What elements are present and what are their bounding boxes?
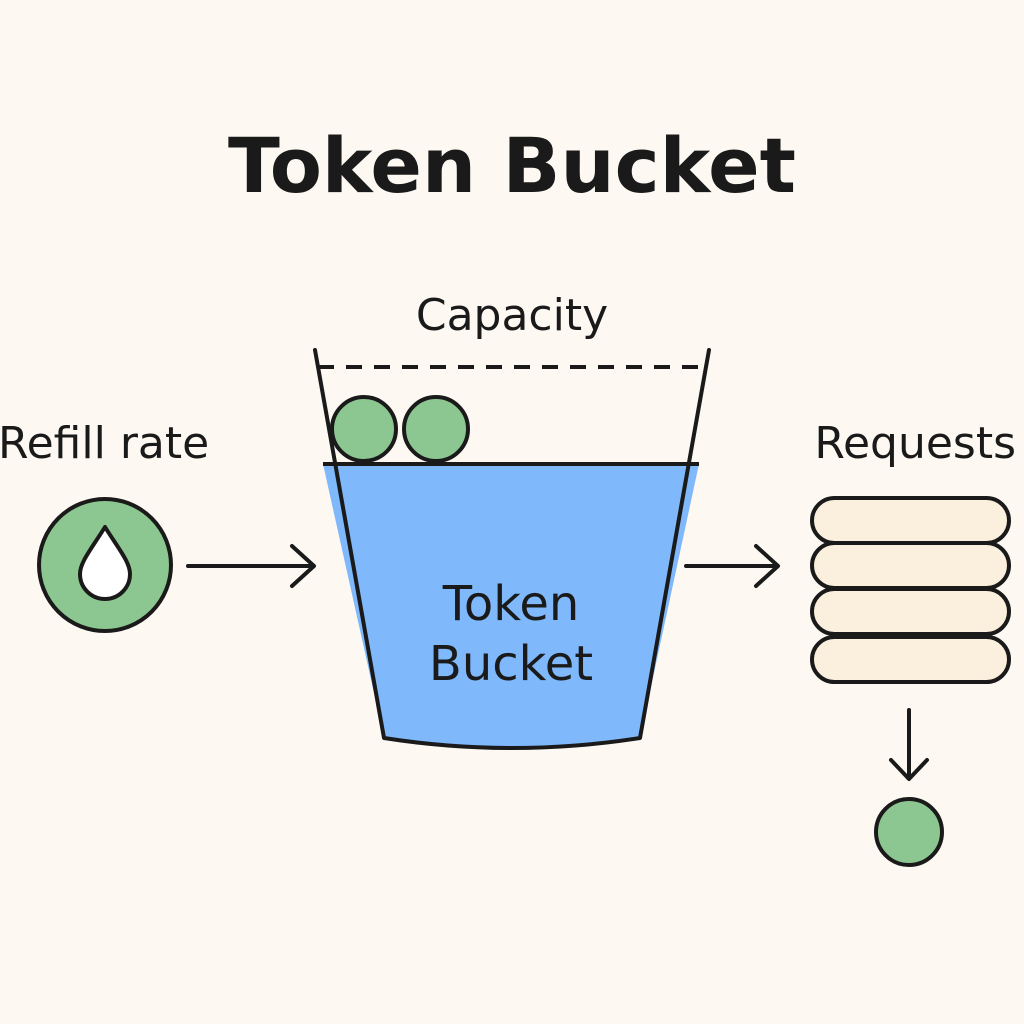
refill-arrow <box>186 544 316 588</box>
water-drop-icon <box>37 497 173 633</box>
bucket-label-line-1: Token <box>442 576 580 632</box>
request-item <box>810 635 1011 684</box>
bucket: Token Bucket <box>313 348 711 750</box>
diagram-title: Token Bucket <box>228 121 796 210</box>
token-icon <box>330 395 398 463</box>
request-item <box>810 496 1011 545</box>
request-item <box>810 541 1011 590</box>
consumed-token-icon <box>874 797 944 867</box>
refill-rate-label: Refill rate <box>0 418 209 469</box>
bucket-fill <box>323 464 699 748</box>
capacity-label: Capacity <box>416 290 608 341</box>
token-icon <box>402 395 470 463</box>
request-arrow <box>684 544 780 588</box>
consume-arrow <box>889 708 929 781</box>
request-item <box>810 587 1011 636</box>
requests-label: Requests <box>814 418 1016 469</box>
request-stack-icon <box>810 496 1011 684</box>
bucket-label-line-2: Bucket <box>429 636 593 692</box>
